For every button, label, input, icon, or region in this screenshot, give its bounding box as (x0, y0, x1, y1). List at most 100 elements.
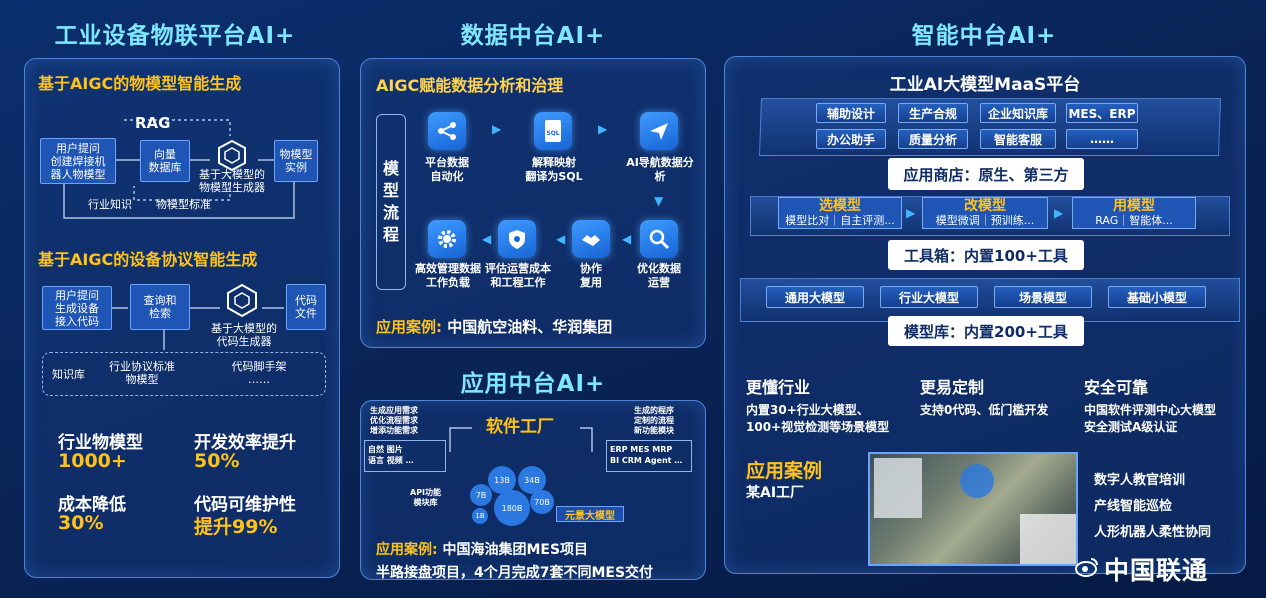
app-chip[interactable]: 智能客服 (980, 129, 1056, 149)
arrow-right-icon: ▶ (492, 122, 502, 136)
step-6-label: 评估运营成本 和工程工作 (485, 262, 551, 289)
feature-1-title: 更懂行业 (746, 378, 811, 397)
app-chip[interactable]: 办公助手 (816, 129, 886, 149)
app-chip[interactable]: 生产合规 (898, 103, 968, 123)
gear-icon (428, 220, 466, 258)
mid-case: 应用案例: 中国航空油料、华润集团 (376, 316, 612, 337)
api-library: API功能 模块库 (410, 488, 442, 507)
sec2-user-box: 用户提问 生成设备 接入代码 (42, 286, 112, 330)
screen-panel (874, 458, 922, 518)
app-chip[interactable]: 辅助设计 (816, 103, 886, 123)
sql-icon: SQL (534, 112, 572, 150)
arrow-right-icon: ▶ (598, 122, 608, 136)
use-model-desc: RAG｜智能体... (1095, 214, 1173, 227)
tune-model-desc: 模型微调｜预训练... (935, 214, 1035, 227)
feature-1-desc: 内置30+行业大模型、100+视觉检测等场景模型 (746, 402, 889, 436)
step-1-label: 平台数据 自动化 (425, 156, 469, 183)
model-chip[interactable]: 行业大模型 (880, 286, 978, 308)
feature-2-desc: 支持0代码、低门槛开发 (920, 403, 1049, 417)
arrow-right-icon: ▶ (1054, 206, 1064, 220)
model-flow-label: 模 型 流 程 (376, 114, 406, 290)
case-label: 应用案例: (376, 542, 438, 558)
share-icon (428, 112, 466, 150)
bubble-34b: 34B (518, 466, 546, 494)
step-3-label: AI导航数据分 析 (626, 156, 694, 183)
search-icon (640, 220, 678, 258)
sec1-generator-label: 基于大模型的 物模型生成器 (199, 168, 265, 194)
app-chip[interactable]: 企业知识库 (980, 103, 1056, 123)
bubble-13b: 13B (488, 466, 516, 494)
select-model-title: 选模型 (819, 198, 861, 214)
weibo-icon (1074, 556, 1100, 578)
shield-icon (498, 220, 536, 258)
sec2-title: 基于AIGC的设备协议智能生成 (38, 250, 258, 269)
output-systems-box: ERP MES MRP BI CRM Agent … (606, 440, 692, 472)
step-7-label: 高效管理数据 工作负载 (415, 262, 481, 289)
svg-text:SQL: SQL (546, 130, 559, 137)
vector-db-box: 向量 数据库 (140, 140, 190, 182)
case-text: 中国海油集团MES项目 (442, 542, 589, 558)
handshake-icon (572, 220, 610, 258)
protocol-standard-label: 行业协议标准 物模型 (109, 360, 175, 386)
feature-2-title: 更易定制 (920, 378, 985, 397)
kpi-value-4: 提升99% (194, 516, 278, 538)
app-connectors (449, 427, 593, 452)
bubble-180b: 180B (494, 490, 530, 526)
factory-photo (868, 452, 1078, 566)
case-item-1: 数字人教官培训 (1094, 473, 1186, 488)
arrow-left-icon: ◀ (556, 232, 566, 246)
app-generated: 生成的程序 定制的流程 新功能模块 (634, 406, 674, 435)
step-5-label: 协作 复用 (580, 262, 602, 289)
mid-subtitle: AIGC赋能数据分析和治理 (376, 76, 564, 95)
arrow-left-icon: ◀ (622, 232, 632, 246)
arrow-right-icon: ▶ (906, 206, 916, 220)
arrow-down-icon: ▼ (654, 194, 664, 208)
machine-part (1020, 514, 1076, 564)
tag-model-standard: 物模型标准 (156, 198, 211, 211)
tune-model-box[interactable]: 改模型模型微调｜预训练... (922, 197, 1048, 229)
app-chip[interactable]: 质量分析 (898, 129, 968, 149)
knowledge-container (42, 352, 326, 396)
kpi-value-3: 30% (58, 512, 104, 534)
kpi-value-2: 50% (194, 450, 240, 472)
kpi-label-1: 行业物模型 (58, 433, 143, 453)
rag-label: RAG (135, 114, 171, 132)
feature-3-title: 安全可靠 (1084, 378, 1149, 397)
app-case: 应用案例: 中国海油集团MES项目 (376, 539, 588, 559)
use-model-title: 用模型 (1113, 198, 1155, 214)
app-store-box: 应用商店：原生、第三方 (888, 158, 1084, 190)
app-case-detail: 半路接盘项目，4个月完成7套不同MES交付 (376, 565, 654, 581)
feature-3-line1: 中国软件评测中心大模型 (1084, 403, 1217, 417)
sec2-connectors (110, 307, 284, 350)
kpi-label-4: 代码可维护性 (194, 495, 296, 515)
bubble-1b: 1B (472, 508, 488, 524)
right-case-sub: 某AI工厂 (746, 485, 805, 501)
yuanjing-model-label: 元景大模型 (556, 506, 624, 522)
toolbox-box: 工具箱：内置100+工具 (888, 240, 1084, 270)
arrow-left-icon: ◀ (482, 232, 492, 246)
app-chip[interactable]: MES、ERP (1066, 103, 1138, 123)
worker-figure (960, 464, 994, 498)
model-chip[interactable]: 基础小模型 (1108, 286, 1206, 308)
right-case-label: 应用案例 (746, 460, 823, 482)
app-chip[interactable]: …… (1066, 129, 1138, 149)
select-model-box[interactable]: 选模型模型比对｜自主评测... (778, 197, 902, 229)
kpi-value-1: 1000+ (58, 450, 127, 472)
input-types-box: 自然 图片 语言 视频 … (364, 440, 446, 472)
model-hub-box: 模型库：内置200+工具 (888, 316, 1084, 346)
case-text: 中国航空油料、华润集团 (447, 318, 613, 336)
model-chip[interactable]: 场景模型 (994, 286, 1092, 308)
bubble-70b: 70B (530, 490, 554, 514)
model-chip[interactable]: 通用大模型 (766, 286, 864, 308)
maas-title: 工业AI大模型MaaS平台 (889, 75, 1081, 95)
step-4-label: 优化数据 运营 (637, 262, 681, 289)
kpi-label-3: 成本降低 (58, 495, 126, 515)
feature-3-line2: 安全测试A级认证 (1084, 420, 1178, 434)
cube-icon (215, 138, 249, 172)
knowledge-base-label: 知识库 (52, 368, 85, 381)
sec1-connectors (63, 119, 295, 219)
case-label: 应用案例: (376, 318, 442, 336)
bubble-7b: 7B (470, 484, 492, 506)
sec1-user-box: 用户提问 创建焊接机 器人物模型 (40, 138, 116, 184)
